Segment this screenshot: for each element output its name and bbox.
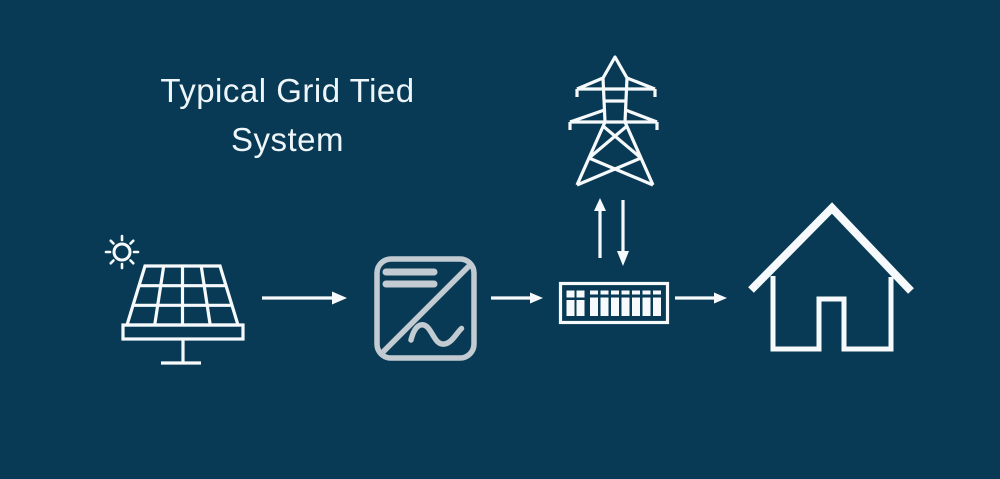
dc-lines (382, 268, 438, 288)
solar-panel-icon (104, 234, 245, 365)
grid-exchange-arrows (594, 198, 629, 266)
diagram-title: Typical Grid Tied System (100, 66, 475, 164)
transmission-tower-icon (568, 55, 659, 187)
arrow-up (594, 198, 606, 258)
flow-arrow-breaker-to-house (675, 292, 727, 304)
sun-icon (104, 234, 140, 270)
circuit-breakers (590, 290, 661, 316)
flow-arrow-solar-to-inverter (262, 291, 347, 305)
house-icon (748, 202, 914, 352)
ac-sine-wave (408, 322, 465, 347)
walls-and-door (770, 276, 894, 352)
inverter-icon (374, 256, 477, 361)
title-line-2: System (230, 121, 345, 158)
title-line-1: Typical Grid Tied (160, 72, 415, 109)
breaker-panel-icon (558, 281, 670, 325)
roof (748, 202, 914, 294)
panel-grid (121, 264, 245, 365)
arrow-down (617, 200, 629, 266)
flow-arrow-inverter-to-breaker (491, 292, 543, 304)
main-breakers (566, 290, 585, 316)
